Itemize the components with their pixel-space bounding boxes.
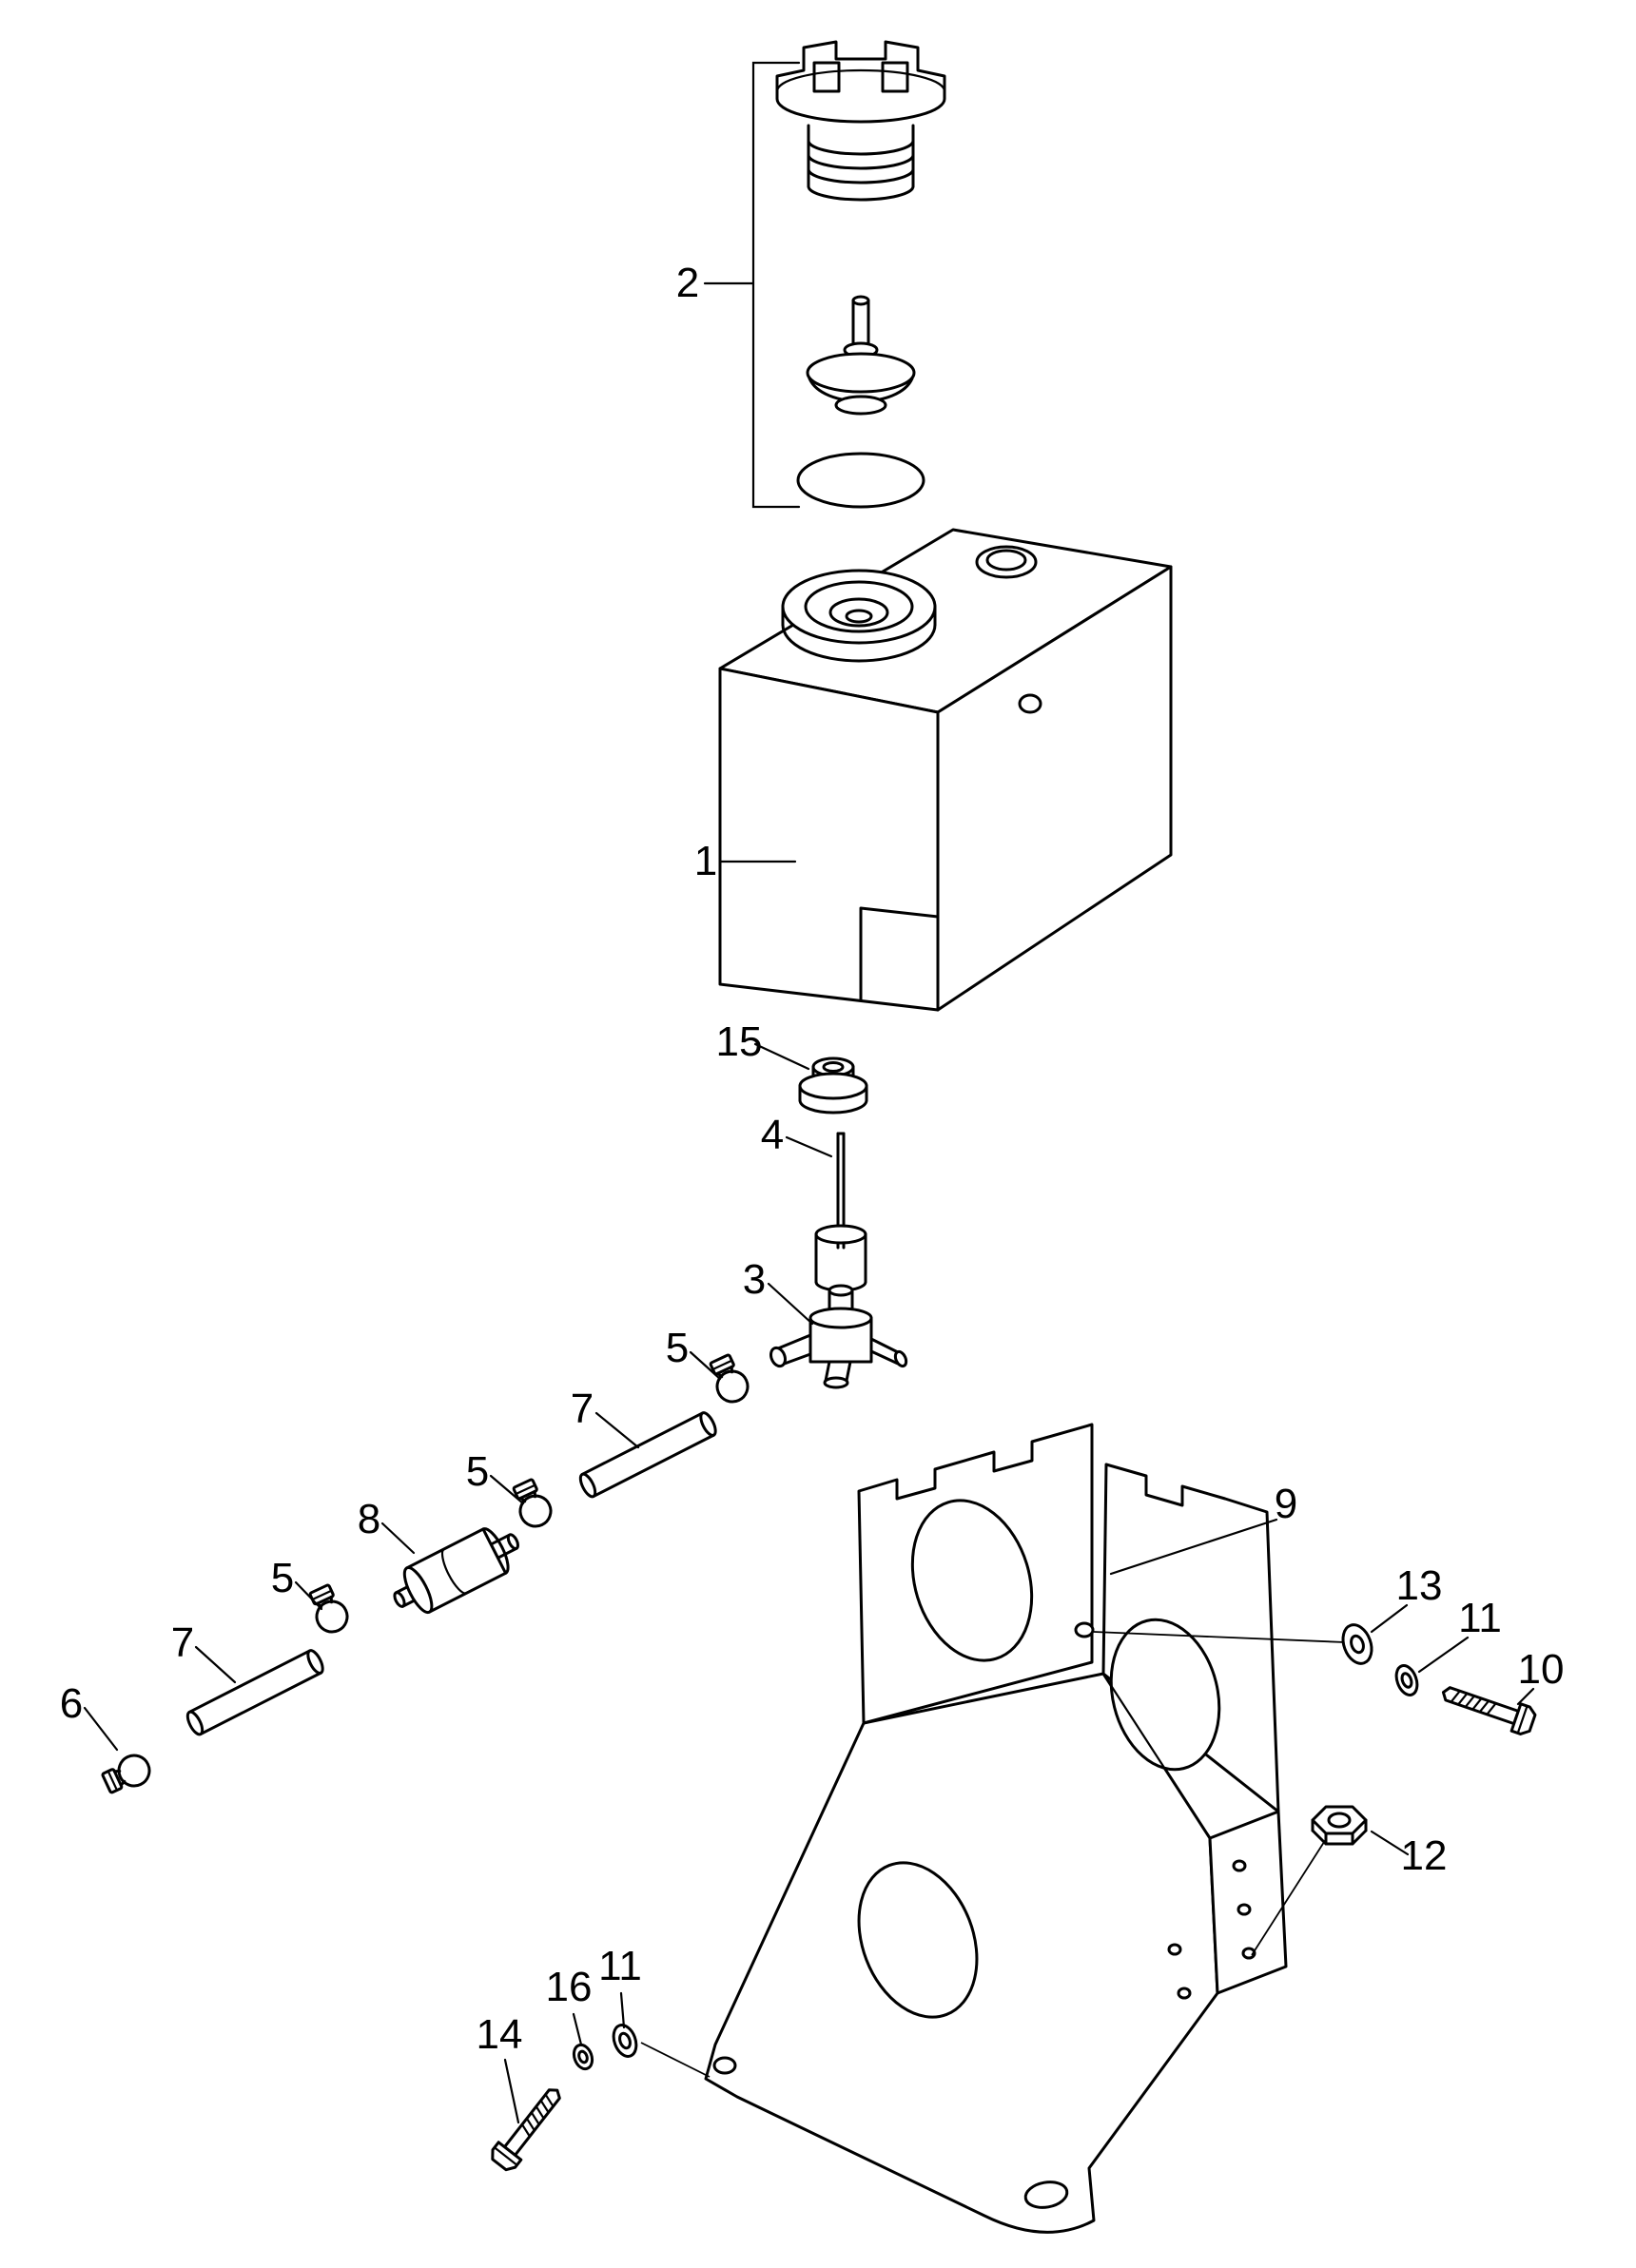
callout-7b-label: 7 <box>171 1619 194 1666</box>
fuel-tank <box>718 528 1173 1012</box>
callout-15-label: 15 <box>716 1018 763 1065</box>
callout-16-label: 16 <box>546 1964 593 2010</box>
washer-11-right <box>1394 1664 1419 1696</box>
nut-12 <box>1311 1805 1368 1846</box>
cap-group-bracket <box>703 61 801 509</box>
shutoff-valve <box>769 1224 908 1389</box>
callout-8-label: 8 <box>358 1496 380 1542</box>
callout-6-label: 6 <box>60 1680 83 1727</box>
washer-13 <box>1341 1623 1373 1665</box>
callout-5a-label: 5 <box>666 1325 689 1371</box>
callout-5c-label: 5 <box>271 1555 294 1601</box>
callout-9-label: 9 <box>1275 1481 1297 1527</box>
axis-line-bottom <box>640 2042 711 2078</box>
callout-5b-label: 5 <box>466 1448 489 1495</box>
callout-14-label: 14 <box>477 2011 523 2058</box>
callout-labels: 2 1 15 4 3 5 7 5 8 5 7 6 9 13 11 10 12 1… <box>60 260 1565 2058</box>
axis-line-right <box>1093 1631 1346 1643</box>
callout-10-label: 10 <box>1518 1646 1565 1693</box>
filler-cap <box>775 40 946 202</box>
callout-11r-label: 11 <box>1458 1595 1502 1641</box>
washer-11-bottom <box>612 2024 638 2058</box>
callout-1-label: 1 <box>694 838 717 884</box>
cap-valve-float <box>806 295 916 416</box>
axis-line-nut <box>1251 1838 1327 1956</box>
cap-gasket <box>796 452 925 509</box>
callout-7a-label: 7 <box>571 1386 594 1432</box>
callout-12-label: 12 <box>1401 1832 1448 1879</box>
callout-4-label: 4 <box>761 1112 784 1158</box>
grommet <box>798 1056 868 1115</box>
callout-3-label: 3 <box>743 1256 766 1303</box>
callout-2-label: 2 <box>676 260 699 306</box>
washer-16 <box>572 2043 594 2071</box>
callout-11b-label: 11 <box>598 1943 642 1989</box>
leader-lines <box>83 860 1535 2124</box>
mounting-bracket <box>704 1423 1288 2234</box>
callout-13-label: 13 <box>1396 1562 1443 1609</box>
fuel-filter <box>393 1527 519 1615</box>
